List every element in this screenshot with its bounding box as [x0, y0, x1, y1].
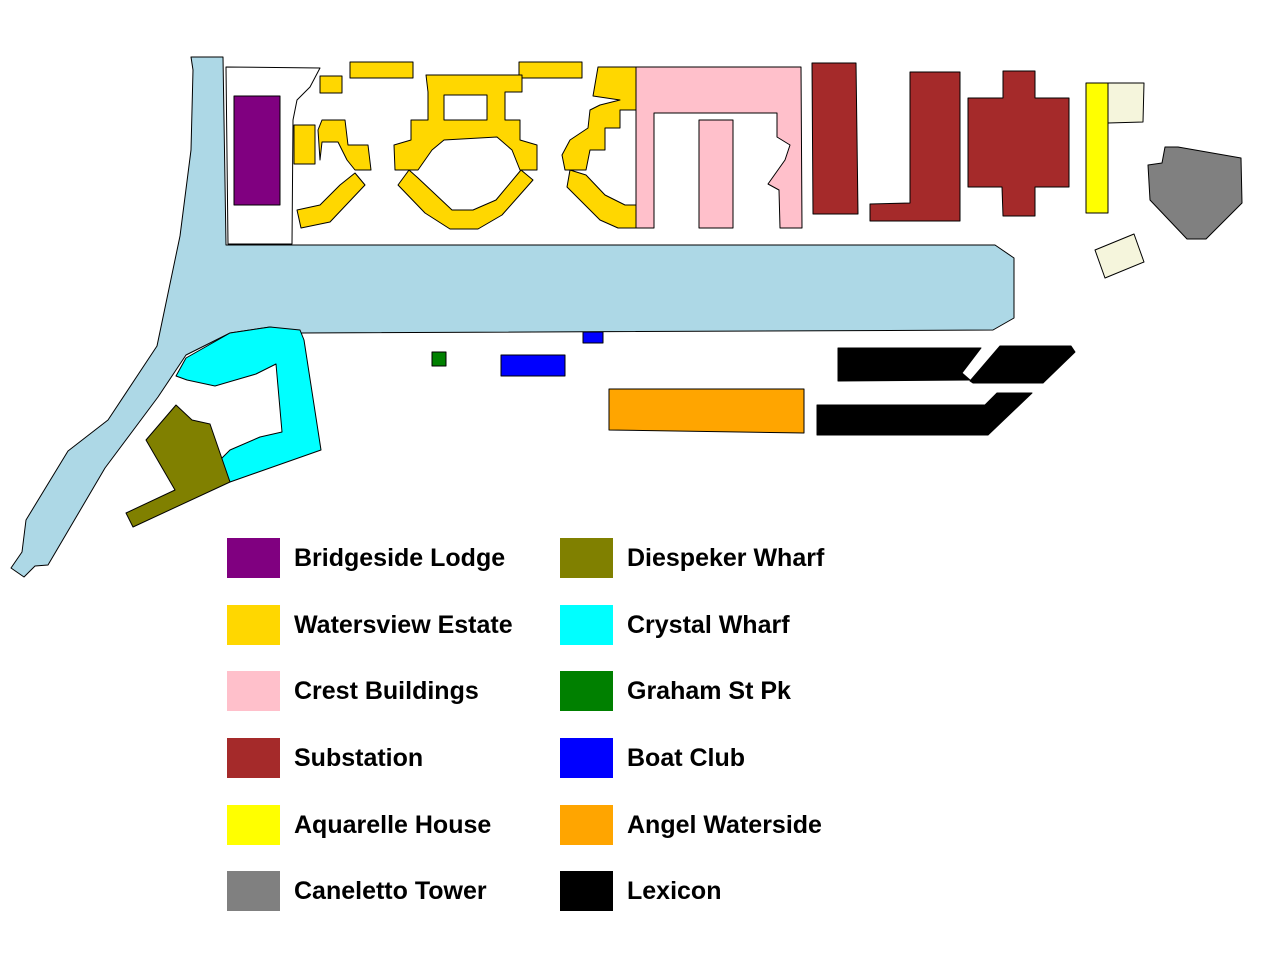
legend-label: Substation — [294, 743, 424, 772]
graham-st-pk — [431, 351, 447, 367]
legend-swatch — [560, 738, 613, 778]
watersview-estate — [293, 61, 638, 230]
legend-label: Lexicon — [627, 876, 722, 905]
legend-label: Aquarelle House — [294, 810, 492, 839]
legend-label: Angel Waterside — [627, 810, 822, 839]
crest-buildings — [635, 66, 803, 229]
legend-swatch — [560, 671, 613, 711]
legend-swatch — [560, 871, 613, 911]
legend-label: Boat Club — [627, 743, 746, 772]
legend-item-watersview-estate: Watersview Estate — [227, 605, 513, 645]
legend-swatch — [227, 871, 280, 911]
legend-label: Diespeker Wharf — [627, 543, 825, 572]
caneletto-tower — [1147, 146, 1243, 240]
boat-club — [500, 354, 566, 377]
diespeker-wharf — [125, 404, 231, 528]
unlabeled-building-a — [1107, 82, 1145, 124]
legend-label: Bridgeside Lodge — [294, 543, 506, 572]
legend-label: Graham St Pk — [627, 676, 791, 705]
legend-swatch — [560, 805, 613, 845]
legend-item-angel-waterside: Angel Waterside — [560, 805, 822, 845]
crystal-wharf — [175, 326, 322, 483]
aquarelle-house — [1085, 82, 1109, 214]
legend-item-boat-club: Boat Club — [560, 738, 745, 778]
legend-swatch — [560, 538, 613, 578]
legend-swatch — [227, 605, 280, 645]
legend-item-caneletto-tower: Caneletto Tower — [227, 871, 487, 911]
legend-swatch — [560, 605, 613, 645]
legend-label: Crest Buildings — [294, 676, 479, 705]
legend-item-substation: Substation — [227, 738, 423, 778]
legend-item-crest-buildings: Crest Buildings — [227, 671, 479, 711]
legend-swatch — [227, 738, 280, 778]
legend-item-aquarelle-house: Aquarelle House — [227, 805, 491, 845]
legend-swatch — [227, 671, 280, 711]
legend-item-bridgeside-lodge: Bridgeside Lodge — [227, 538, 505, 578]
legend-label: Caneletto Tower — [294, 876, 487, 905]
legend-swatch — [227, 538, 280, 578]
unlabeled-building-b — [1094, 233, 1145, 279]
canal-water — [10, 56, 1015, 578]
legend-item-diespeker-wharf: Diespeker Wharf — [560, 538, 824, 578]
legend-label: Crystal Wharf — [627, 610, 790, 639]
lexicon — [816, 345, 1076, 436]
legend-swatch — [227, 805, 280, 845]
angel-waterside — [608, 388, 805, 434]
bridgeside-lodge — [233, 95, 281, 206]
boat-club-small — [582, 331, 604, 344]
substation — [811, 62, 1070, 222]
legend-item-graham-st-pk: Graham St Pk — [560, 671, 791, 711]
legend-label: Watersview Estate — [294, 610, 513, 639]
legend-item-crystal-wharf: Crystal Wharf — [560, 605, 790, 645]
legend-item-lexicon: Lexicon — [560, 871, 721, 911]
